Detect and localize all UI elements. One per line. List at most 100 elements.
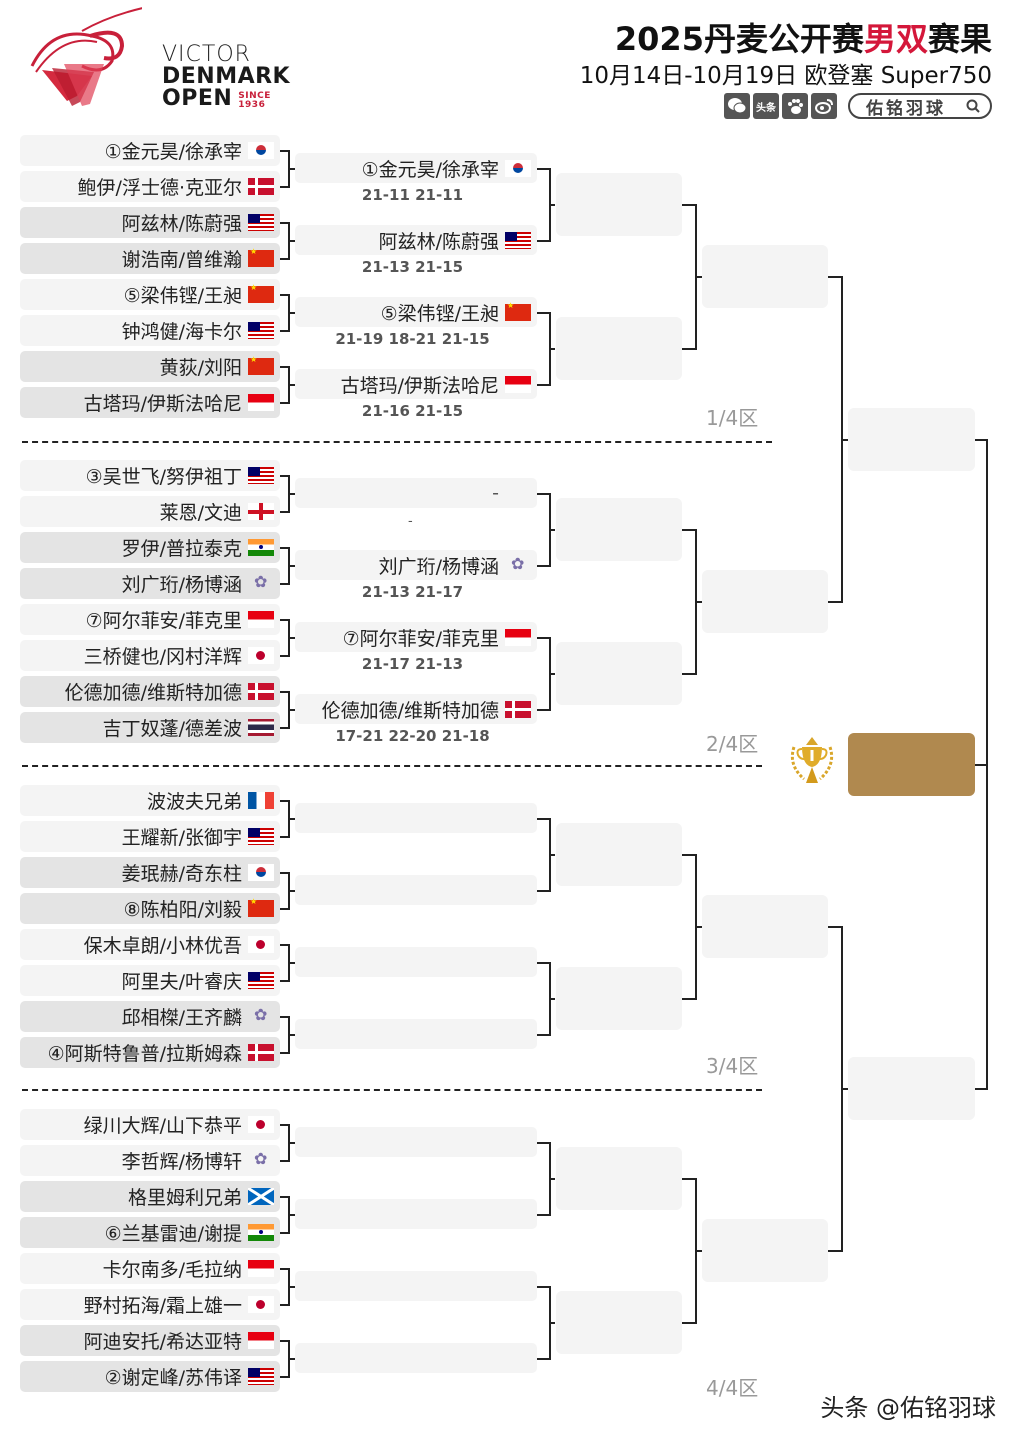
- r1-entry[interactable]: 格里姆利兄弟: [20, 1181, 280, 1212]
- player-pair-name: ③吴世飞/努伊祖丁: [85, 466, 242, 488]
- r1-entry[interactable]: 李哲辉/杨博轩: [20, 1145, 280, 1176]
- r1-entry[interactable]: 阿里夫/叶睿庆: [20, 965, 280, 996]
- toutiao-icon[interactable]: 头条: [753, 93, 779, 119]
- flag-mas-icon: [248, 322, 274, 339]
- r1-entry[interactable]: ⑤梁伟铿/王昶: [20, 279, 280, 310]
- bracket-line: [549, 1322, 555, 1324]
- r2-entry[interactable]: [295, 1271, 537, 1301]
- r1-entry[interactable]: 莱恩/文迪: [20, 496, 280, 527]
- r1-entry[interactable]: 王耀新/张御宇: [20, 821, 280, 852]
- bracket-line: [288, 1034, 295, 1036]
- r1-entry[interactable]: 波波夫兄弟: [20, 785, 280, 816]
- bracket-line: [280, 330, 289, 332]
- r1-entry[interactable]: ⑦阿尔菲安/菲克里: [20, 604, 280, 635]
- r2-entry[interactable]: 伦德加德/维斯特加德: [295, 694, 537, 724]
- r2-entry[interactable]: -: [295, 478, 537, 508]
- final-connector: [975, 764, 987, 766]
- r1-entry[interactable]: 绿川大辉/山下恭平: [20, 1109, 280, 1140]
- qf-slot: [702, 570, 828, 633]
- r1-entry[interactable]: 邱相榤/王齐麟: [20, 1001, 280, 1032]
- r2-entry[interactable]: 刘广珩/杨博涵: [295, 550, 537, 580]
- flag-sco-icon: [248, 1188, 274, 1205]
- bracket-line: [280, 1304, 289, 1306]
- bracket-line: [280, 511, 289, 513]
- r2-entry[interactable]: [295, 1127, 537, 1157]
- r1-entry[interactable]: ①金元昊/徐承宰: [20, 135, 280, 166]
- r1-entry[interactable]: 阿迪安托/希达亚特: [20, 1325, 280, 1356]
- bracket-line: [682, 1178, 696, 1180]
- player-pair-name: 保木卓朗/小林优吾: [83, 935, 242, 957]
- r1-entry[interactable]: ⑧陈柏阳/刘毅: [20, 893, 280, 924]
- r2-entry[interactable]: 古塔玛/伊斯法哈尼: [295, 369, 537, 399]
- bracket-line: [549, 1178, 555, 1180]
- r2-entry[interactable]: ⑦阿尔菲安/菲克里: [295, 622, 537, 652]
- qf-slot: [702, 1219, 828, 1282]
- r1-entry[interactable]: 阿兹林/陈蔚强: [20, 207, 280, 238]
- search-pill[interactable]: 佑铭羽球: [848, 93, 992, 119]
- r2-entry[interactable]: [295, 1019, 537, 1049]
- r1-entry[interactable]: 保木卓朗/小林优吾: [20, 929, 280, 960]
- player-pair-name: ⑧陈柏阳/刘毅: [123, 899, 242, 921]
- bracket-line: [280, 402, 289, 404]
- player-pair-name: 绿川大辉/山下恭平: [83, 1115, 242, 1137]
- r1-entry[interactable]: ⑥兰基雷迪/谢提: [20, 1217, 280, 1248]
- r1-entry[interactable]: 罗伊/普拉泰克: [20, 532, 280, 563]
- flag-kor-icon: [248, 864, 274, 881]
- bracket-line: [280, 366, 289, 368]
- player-pair-name: 刘广珩/杨博涵: [121, 574, 242, 596]
- r2-entry[interactable]: [295, 1343, 537, 1373]
- bracket-line: [280, 150, 289, 152]
- flag-mas-icon: [248, 828, 274, 845]
- bracket-line: [280, 475, 289, 477]
- bracket-line: [288, 493, 295, 495]
- r1-entry[interactable]: 刘广珩/杨博涵: [20, 568, 280, 599]
- r1-entry[interactable]: 伦德加德/维斯特加德: [20, 676, 280, 707]
- player-pair-name: 阿兹林/陈蔚强: [121, 213, 242, 235]
- r2-entry[interactable]: [295, 803, 537, 833]
- r1-entry[interactable]: ②谢定峰/苏伟译: [20, 1361, 280, 1392]
- r2-entry[interactable]: [295, 947, 537, 977]
- r1-entry[interactable]: 卡尔南多/毛拉纳: [20, 1253, 280, 1284]
- bracket-line: [537, 1286, 550, 1288]
- r3-slot: [556, 1147, 682, 1210]
- baidu-icon[interactable]: [782, 93, 808, 119]
- r1-entry[interactable]: 钟鸿健/海卡尔: [20, 315, 280, 346]
- player-pair-name: ⑦阿尔菲安/菲克里: [342, 627, 499, 650]
- bracket-line: [828, 1250, 842, 1252]
- r1-entry[interactable]: 古塔玛/伊斯法哈尼: [20, 387, 280, 418]
- bracket-line: [288, 168, 295, 170]
- bracket-line: [975, 1088, 987, 1090]
- r2-entry[interactable]: ①金元昊/徐承宰: [295, 153, 537, 183]
- flag-den-icon: [248, 683, 274, 700]
- bracket-line: [828, 601, 842, 603]
- r2-entry[interactable]: [295, 1199, 537, 1229]
- r1-entry[interactable]: 三桥健也/冈村洋辉: [20, 640, 280, 671]
- wechat-icon[interactable]: [724, 93, 750, 119]
- zone-divider-2: [22, 765, 762, 767]
- r2-entry[interactable]: ⑤梁伟铿/王昶: [295, 297, 537, 327]
- r2-entry[interactable]: [295, 875, 537, 905]
- zone-label-3: 3/4区: [706, 1054, 759, 1078]
- trophy-laurel-icon: [784, 735, 840, 787]
- bracket-line: [695, 926, 702, 928]
- r1-entry[interactable]: 鲍伊/浮士德·克亚尔: [20, 171, 280, 202]
- bracket-line: [537, 818, 550, 820]
- player-pair-name: 阿兹林/陈蔚强: [378, 230, 499, 253]
- r1-entry[interactable]: 黄荻/刘阳: [20, 351, 280, 382]
- r1-entry[interactable]: 谢浩南/曾维瀚: [20, 243, 280, 274]
- r1-entry[interactable]: ④阿斯特鲁普/拉斯姆森: [20, 1037, 280, 1068]
- player-pair-name: 伦德加德/维斯特加德: [64, 682, 242, 704]
- r1-entry[interactable]: 姜珉赫/奇东柱: [20, 857, 280, 888]
- r1-entry[interactable]: ③吴世飞/努伊祖丁: [20, 460, 280, 491]
- r1-entry[interactable]: 野村拓海/霜上雄一: [20, 1289, 280, 1320]
- weibo-icon[interactable]: [811, 93, 837, 119]
- bracket-line: [280, 1052, 289, 1054]
- r2-entry[interactable]: 阿兹林/陈蔚强: [295, 225, 537, 255]
- flag-mas-icon: [248, 214, 274, 231]
- match-score: 21-19 18-21 21-15: [335, 330, 490, 348]
- player-pair-name: 古塔玛/伊斯法哈尼: [83, 393, 242, 415]
- r1-entry[interactable]: 吉丁奴蓬/德差波: [20, 712, 280, 743]
- title-prefix: 2025丹麦公开赛: [614, 20, 864, 58]
- bracket-line: [280, 800, 289, 802]
- bracket-line: [549, 673, 555, 675]
